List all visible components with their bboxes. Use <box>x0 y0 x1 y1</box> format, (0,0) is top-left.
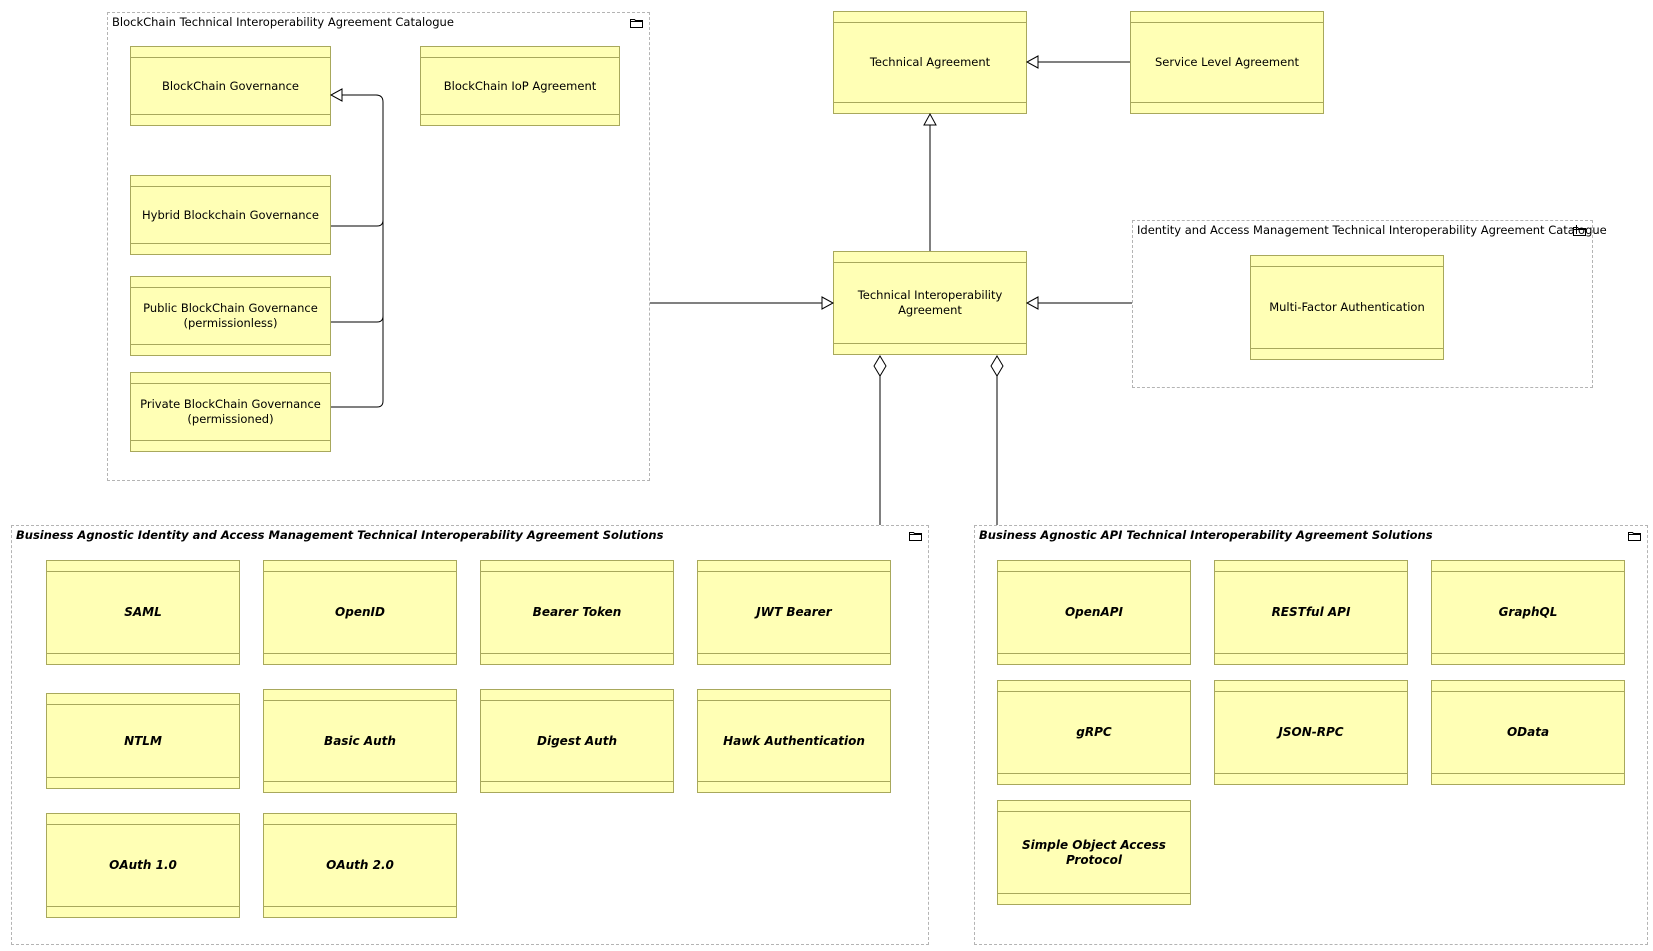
specialization-arrowhead <box>821 296 835 310</box>
solution-oauth-1[interactable]: OAuth 1.0 <box>46 813 240 918</box>
solution-odata[interactable]: OData <box>1431 680 1625 785</box>
element-label: Public BlockChain Governance (permission… <box>143 301 318 330</box>
specialization-arrowhead <box>1025 55 1039 69</box>
element-label: JWT Bearer <box>756 605 832 619</box>
element-label: BlockChain IoP Agreement <box>443 78 597 93</box>
element-label: Technical Interoperability Agreement <box>857 288 1003 317</box>
aggregation-diamond <box>873 355 887 377</box>
element-label: RESTful API <box>1271 605 1351 619</box>
element-blockchain-governance[interactable]: BlockChain Governance <box>130 46 331 126</box>
solution-hawk-authentication[interactable]: Hawk Authentication <box>697 689 891 793</box>
element-label: BlockChain Governance <box>162 78 299 93</box>
element-label: gRPC <box>1076 725 1112 739</box>
element-label: Digest Auth <box>537 733 617 748</box>
group-blockchain-catalogue[interactable]: BlockChain Technical Interoperability Ag… <box>107 12 650 481</box>
folder-icon <box>1573 227 1586 236</box>
element-technical-interoperability-agreement[interactable]: Technical Interoperability Agreement <box>833 251 1027 355</box>
aggregation-diamond <box>990 355 1004 377</box>
folder-icon <box>1628 532 1641 541</box>
solution-openapi[interactable]: OpenAPI <box>997 560 1191 665</box>
solution-grpc[interactable]: gRPC <box>997 680 1191 785</box>
solution-bearer-token[interactable]: Bearer Token <box>480 560 674 665</box>
element-service-level-agreement[interactable]: Service Level Agreement <box>1130 11 1324 114</box>
solution-graphql[interactable]: GraphQL <box>1431 560 1625 665</box>
specialization-arrowhead <box>1025 296 1039 310</box>
element-label: Basic Auth <box>324 733 396 748</box>
element-label: Hybrid Blockchain Governance <box>142 207 319 222</box>
solution-openid[interactable]: OpenID <box>263 560 457 665</box>
element-label: Multi-Factor Authentication <box>1269 300 1425 314</box>
element-label: Technical Agreement <box>869 55 991 69</box>
specialization-arrowhead <box>923 112 937 126</box>
element-label: NTLM <box>124 733 162 748</box>
element-label: Hawk Authentication <box>723 733 865 748</box>
solution-digest-auth[interactable]: Digest Auth <box>480 689 674 793</box>
group-title: BlockChain Technical Interoperability Ag… <box>112 15 454 29</box>
element-label: OAuth 1.0 <box>109 858 177 872</box>
element-label: Bearer Token <box>532 605 622 619</box>
element-label: OData <box>1506 725 1550 739</box>
solution-oauth-2[interactable]: OAuth 2.0 <box>263 813 457 918</box>
group-title: Business Agnostic API Technical Interope… <box>979 528 1433 542</box>
group-title: Business Agnostic Identity and Access Ma… <box>16 528 664 542</box>
group-api-solutions[interactable]: Business Agnostic API Technical Interope… <box>974 525 1648 945</box>
element-label: JSON-RPC <box>1278 725 1344 739</box>
folder-icon <box>630 19 643 28</box>
group-iam-catalogue[interactable]: Identity and Access Management Technical… <box>1132 220 1607 388</box>
element-label: Service Level Agreement <box>1154 55 1300 69</box>
element-label: GraphQL <box>1498 605 1558 619</box>
solution-restful-api[interactable]: RESTful API <box>1214 560 1408 665</box>
element-blockchain-iop-agreement[interactable]: BlockChain IoP Agreement <box>420 46 620 126</box>
element-label: SAML <box>124 605 162 619</box>
element-multi-factor-authentication[interactable]: Multi-Factor Authentication <box>1250 255 1444 360</box>
element-label: OpenID <box>335 605 385 619</box>
group-title: Identity and Access Management Technical… <box>1137 223 1607 237</box>
solution-basic-auth[interactable]: Basic Auth <box>263 689 457 793</box>
solution-ntlm[interactable]: NTLM <box>46 693 240 789</box>
element-label: Simple Object Access Protocol <box>1022 837 1166 867</box>
element-private-blockchain-governance[interactable]: Private BlockChain Governance (permissio… <box>130 372 331 452</box>
element-technical-agreement[interactable]: Technical Agreement <box>833 11 1027 114</box>
folder-icon <box>909 532 922 541</box>
group-iam-solutions[interactable]: Business Agnostic Identity and Access Ma… <box>11 525 929 945</box>
solution-saml[interactable]: SAML <box>46 560 240 665</box>
solution-jwt-bearer[interactable]: JWT Bearer <box>697 560 891 665</box>
element-label: Private BlockChain Governance (permissio… <box>140 397 321 426</box>
element-public-blockchain-governance[interactable]: Public BlockChain Governance (permission… <box>130 276 331 356</box>
solution-soap[interactable]: Simple Object Access Protocol <box>997 800 1191 905</box>
element-label: OpenAPI <box>1064 605 1124 619</box>
element-label: OAuth 2.0 <box>326 858 394 872</box>
solution-json-rpc[interactable]: JSON-RPC <box>1214 680 1408 785</box>
element-hybrid-blockchain-governance[interactable]: Hybrid Blockchain Governance <box>130 175 331 255</box>
